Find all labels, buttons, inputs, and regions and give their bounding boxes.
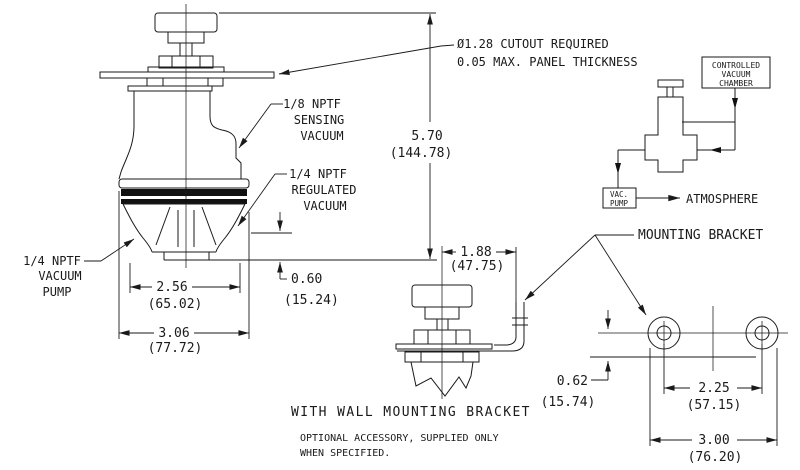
dim-value-in: 2.25 (698, 381, 729, 396)
port-label: 1/8 NPTF (283, 97, 341, 111)
panel-nut (146, 77, 224, 87)
port-label: REGULATED (291, 183, 356, 197)
chamber-box (701, 56, 771, 89)
washer (127, 85, 213, 92)
flow-arrow-down (615, 163, 621, 174)
dim-value-in: 3.00 (698, 433, 729, 448)
dim-value-mm: (65.02) (148, 297, 203, 312)
leader-line (440, 44, 455, 47)
dim-value-mm: (144.78) (390, 146, 453, 161)
chamber-label: CONTROLLED (712, 61, 760, 70)
dim-value-mm: (47.75) (450, 259, 505, 274)
knob-stem (436, 318, 449, 331)
cone-line (155, 206, 171, 246)
leader-arrow (594, 234, 647, 316)
bonnet (158, 55, 214, 69)
dim-value-in: 0.60 (291, 272, 322, 287)
leader-arrow (524, 234, 596, 301)
port-label: PUMP (43, 285, 72, 299)
dim-value-in: 5.70 (411, 129, 442, 144)
regulator-handle (657, 79, 684, 88)
body-flange (118, 178, 250, 189)
flow-schematic: CONTROLLED VACUUM CHAMBER VAC. PUMP ATMO… (602, 56, 771, 209)
main-regulator-view (99, 4, 275, 268)
seal-band-lower (121, 199, 247, 204)
cone-line (201, 206, 217, 246)
port-label: VACUUM (303, 199, 346, 213)
dim-value-mm: (15.24) (284, 293, 339, 308)
bracket-outer-edge (397, 302, 525, 352)
dim-value-in: 3.06 (158, 326, 189, 341)
dim-value-mm: (57.15) (687, 398, 742, 413)
bracket-label: MOUNTING BRACKET (638, 228, 763, 243)
atmosphere-label: ATMOSPHERE (686, 192, 758, 206)
bracket-inner-edge (494, 302, 517, 346)
regulator-stem (666, 86, 674, 98)
regulated-port-label: 1/4 NPTF REGULATED VACUUM (237, 167, 357, 227)
flow-arrow-left (710, 147, 721, 153)
dim-value-mm: (76.20) (688, 450, 743, 465)
captions: WITH WALL MOUNTING BRACKET OPTIONAL ACCE… (291, 405, 531, 459)
sensing-port-label: 1/8 NPTF SENSING VACUUM (238, 97, 345, 149)
dim-body-width: 2.56 (65.02) (129, 263, 241, 312)
leader-arrow (237, 173, 276, 227)
accessory-note: WHEN SPECIFIED. (300, 448, 390, 459)
mounting-panel (99, 71, 275, 79)
dim-value-mm: (77.72) (148, 341, 203, 356)
dim-port-offset: 0.60 (15.24) (277, 212, 339, 308)
dim-value-in: 0.62 (557, 374, 588, 389)
port-label: SENSING (294, 113, 345, 127)
flow-arrow-down (732, 98, 738, 109)
chamber-label: VACUUM (722, 70, 751, 79)
leader-arrow (100, 238, 135, 262)
bracket-front-view: 0.62 (15.74) 2.25 (57.15) 3.00 (76.20) (541, 306, 788, 465)
port-label: 1/4 NPTF (23, 254, 81, 268)
reference-lines (164, 12, 437, 261)
body-left-profile (118, 91, 135, 180)
pump-label: PUMP (610, 199, 629, 208)
port-label: VACUUM (300, 129, 343, 143)
body-break-line (410, 361, 474, 397)
leader-arrow (278, 45, 442, 76)
dim-value-in: 2.56 (156, 280, 187, 295)
note-text: Ø1.28 CUTOUT REQUIRED (457, 37, 609, 51)
wall-bracket-side-view: 1.88 (47.75) (395, 245, 528, 399)
dim-height: 5.70 (144.78) (390, 13, 453, 259)
leader-arrow (238, 103, 272, 149)
body-right-profile (209, 91, 242, 179)
panel-cutout-note: Ø1.28 CUTOUT REQUIRED 0.05 MAX. PANEL TH… (278, 37, 638, 76)
dim-value-in: 1.88 (460, 245, 491, 260)
pump-port-label: 1/4 NPTF VACUUM PUMP (23, 238, 135, 299)
panel-nut (404, 351, 480, 363)
note-text: 0.05 MAX. PANEL THICKNESS (457, 55, 638, 69)
flange-plate (395, 343, 493, 350)
lower-body-left-edge (122, 203, 153, 253)
view-caption: WITH WALL MOUNTING BRACKET (291, 405, 531, 420)
pump-label: VAC. (610, 190, 628, 199)
mounting-bracket-callout: MOUNTING BRACKET (524, 228, 763, 316)
chamber-label: CHAMBER (719, 79, 753, 88)
dim-overall-width: 3.06 (77.72) (118, 191, 250, 356)
lower-body-right-edge (215, 203, 246, 253)
seal-band-upper (121, 189, 247, 196)
accessory-note: OPTIONAL ACCESSORY, SUPPLIED ONLY (300, 433, 499, 444)
regulator-symbol (644, 96, 698, 173)
port-label: VACUUM (38, 269, 81, 283)
port-label: 1/4 NPTF (289, 167, 347, 181)
dim-value-mm: (15.74) (541, 395, 596, 410)
